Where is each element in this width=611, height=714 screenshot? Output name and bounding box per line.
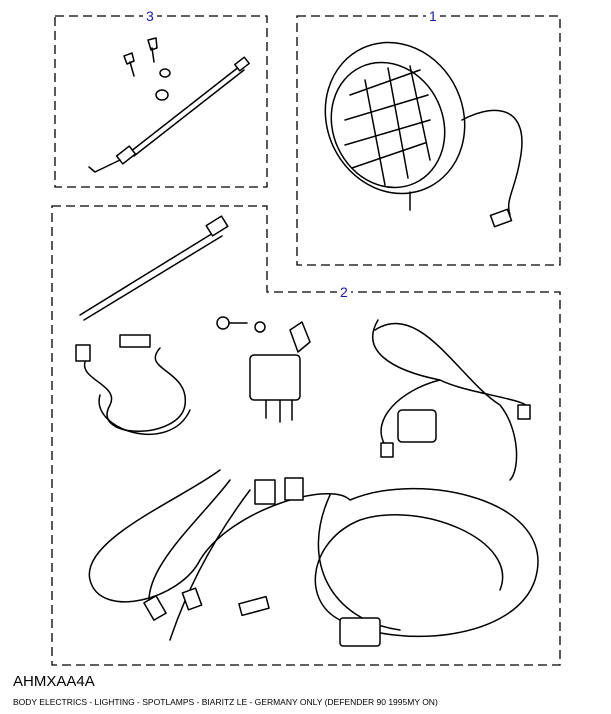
callout-2: 2 xyxy=(337,285,351,299)
relay xyxy=(249,354,301,401)
fixings-kit xyxy=(88,37,250,173)
kit-box-3 xyxy=(54,15,268,188)
callout-1: 1 xyxy=(426,9,440,23)
illustration-code: AHMXAA4A xyxy=(13,673,95,690)
spotlamp xyxy=(324,41,523,228)
kit-box-2 xyxy=(51,205,561,666)
wiring-kit xyxy=(75,215,539,647)
connector xyxy=(397,409,437,443)
callout-3: 3 xyxy=(143,9,157,23)
diagram-caption: BODY ELECTRICS - LIGHTING - SPOTLAMPS - … xyxy=(13,697,438,707)
